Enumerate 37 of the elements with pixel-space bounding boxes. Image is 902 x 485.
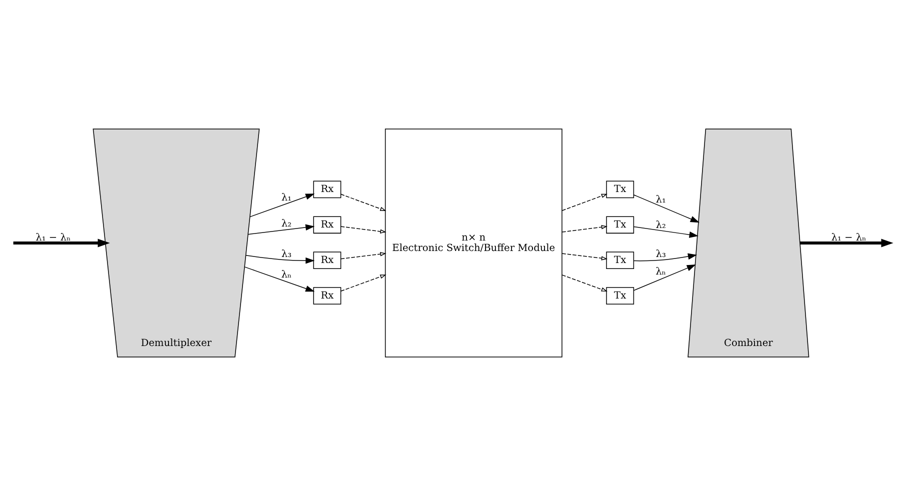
edge-label: λ₂ <box>281 218 292 230</box>
edge-label: λ₂ <box>656 220 666 231</box>
arrow <box>340 274 386 292</box>
arrow <box>800 238 894 247</box>
edge-label: λₙ <box>281 268 292 280</box>
node-box: Rx <box>313 180 342 198</box>
arrow <box>562 252 608 260</box>
arrow <box>562 274 608 291</box>
edge-label: λₙ <box>656 266 666 277</box>
node-box: Rx <box>313 216 342 234</box>
arrow <box>633 226 698 238</box>
arrow <box>562 224 608 232</box>
arrow <box>633 194 700 222</box>
edge-label: λ₁ <box>656 194 666 206</box>
arrow <box>246 254 315 264</box>
edge-label: λ₁ − λₙ <box>831 232 866 243</box>
node-box: Rx <box>313 251 342 269</box>
arrow <box>562 193 608 210</box>
arrow <box>13 238 110 247</box>
edge-label: λ₁ − λₙ <box>36 232 71 243</box>
arrow <box>340 193 386 210</box>
arrow <box>248 224 315 234</box>
arrow <box>340 226 386 234</box>
arrow <box>633 252 698 261</box>
arrow <box>250 193 315 217</box>
node-box: Tx <box>606 180 634 198</box>
edge-label: λ₁ <box>281 192 292 203</box>
node-box: Tx <box>606 216 634 234</box>
node-box: Tx <box>606 286 634 304</box>
node-box: n× n Electronic Switch/Buffer Module <box>384 128 562 357</box>
node-box: Rx <box>313 286 342 304</box>
edge-label: λ₃ <box>656 248 666 260</box>
edge-label: λ₃ <box>281 248 292 260</box>
arrow <box>633 264 696 290</box>
arrow <box>244 266 315 292</box>
arrow <box>340 252 386 259</box>
node-box: Tx <box>606 251 634 269</box>
